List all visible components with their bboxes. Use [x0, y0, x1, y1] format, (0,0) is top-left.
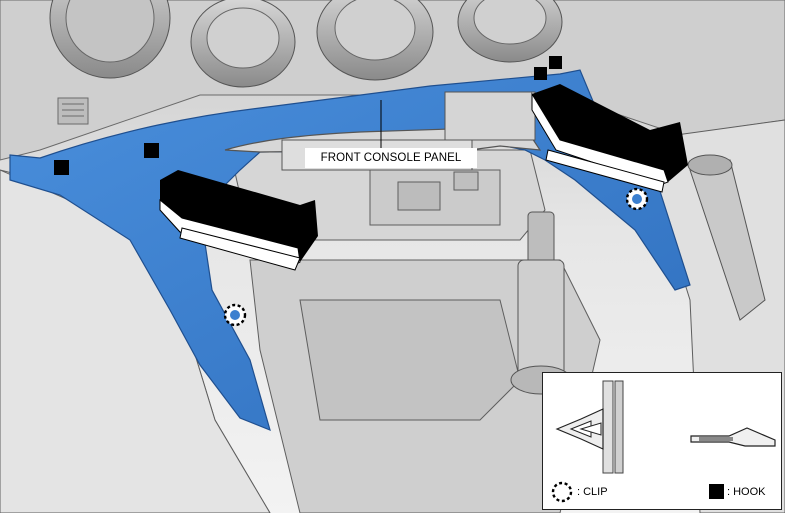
hook-marker [549, 56, 562, 69]
clip-marker [625, 187, 649, 211]
parking-brake-lever [687, 154, 766, 321]
hvac-knob-center-left [190, 0, 296, 88]
hvac-knob-left [49, 0, 171, 79]
hook-marker [534, 67, 547, 80]
removal-arrow-left [159, 170, 318, 271]
hook-marker [144, 143, 159, 158]
hvac-knob-center [316, 0, 434, 81]
clip-symbol-icon [551, 481, 573, 503]
clip-legend-label: : CLIP [577, 486, 608, 498]
hook-marker [54, 160, 69, 175]
hvac-knob-right [457, 0, 563, 63]
hook-detail-illustration [690, 427, 776, 447]
clip-detail-illustration [555, 380, 624, 474]
legend-box: : CLIP : HOOK [542, 372, 782, 510]
hook-legend-label: : HOOK [727, 486, 766, 498]
removal-arrow-right [531, 84, 688, 193]
gear-shifter [510, 211, 572, 395]
front-console-panel-callout: FRONT CONSOLE PANEL [305, 148, 477, 168]
hook-symbol-icon [709, 484, 724, 499]
clip-marker [223, 303, 247, 327]
